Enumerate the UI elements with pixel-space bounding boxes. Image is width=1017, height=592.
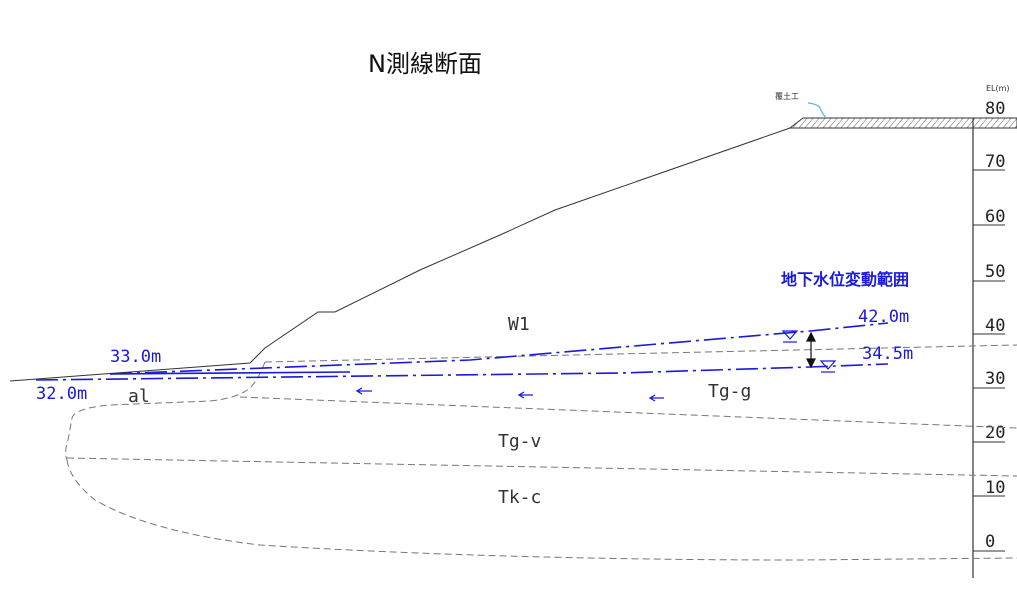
- range-arrow: [806, 331, 816, 369]
- elevation-ticks: 80 70 60 50 40 30 20 10 0: [973, 99, 1017, 552]
- water-level-marker-lower: [819, 360, 837, 373]
- base-boundary: [66, 459, 1017, 561]
- lower-water-level-line: [35, 363, 889, 381]
- elevation-tick-40: 40: [985, 316, 1005, 336]
- elevation-tick-10: 10: [985, 478, 1005, 498]
- layer-label-w1: W1: [508, 314, 530, 335]
- water-level-label-upper-right: 42.0m: [858, 307, 909, 327]
- layer-label-tk-c: Tk-c: [498, 487, 541, 508]
- groundwater-lines: [35, 322, 889, 381]
- upper-water-level-line: [109, 322, 889, 375]
- elevation-tick-80: 80: [985, 99, 1005, 119]
- flow-arrow-icon: [355, 387, 372, 395]
- elevation-tick-0: 0: [985, 532, 995, 552]
- layer-label-al: al: [128, 386, 150, 407]
- water-level-label-upper-left: 33.0m: [110, 347, 161, 367]
- water-level-marker-upper: [781, 330, 799, 343]
- cover-soil-label: 覆土工: [775, 91, 799, 101]
- groundwater-range-label: 地下水位変動範囲: [781, 270, 909, 289]
- water-level-label-lower-left: 32.0m: [36, 384, 87, 404]
- w1-lower-boundary: [264, 344, 1017, 363]
- elevation-tick-30: 30: [985, 369, 1005, 389]
- layer-boundaries: [65, 344, 1017, 561]
- tg-g-lower-boundary: [239, 396, 1017, 429]
- flow-arrows: [355, 387, 664, 402]
- layer-label-tg-v: Tg-v: [498, 431, 541, 452]
- diagram-title: N測線断面: [368, 50, 482, 78]
- al-boundary: [65, 361, 266, 461]
- water-level-label-lower-right: 34.5m: [862, 344, 913, 364]
- elevation-unit-label: EL(m): [986, 84, 1010, 93]
- layer-label-tg-g: Tg-g: [708, 381, 751, 402]
- elevation-tick-60: 60: [985, 207, 1005, 227]
- flow-arrow-icon: [517, 391, 533, 399]
- flow-arrow-icon: [648, 394, 664, 402]
- upper-left-solid-line: [109, 371, 351, 375]
- elevation-tick-20: 20: [985, 423, 1005, 443]
- elevation-tick-50: 50: [985, 262, 1005, 282]
- cover-soil-hatch: [788, 117, 1017, 129]
- ground-surface-line: [9, 127, 791, 382]
- cover-soil-leader: [807, 102, 827, 119]
- elevation-tick-70: 70: [985, 152, 1005, 172]
- tg-v-lower-boundary: [66, 457, 1017, 477]
